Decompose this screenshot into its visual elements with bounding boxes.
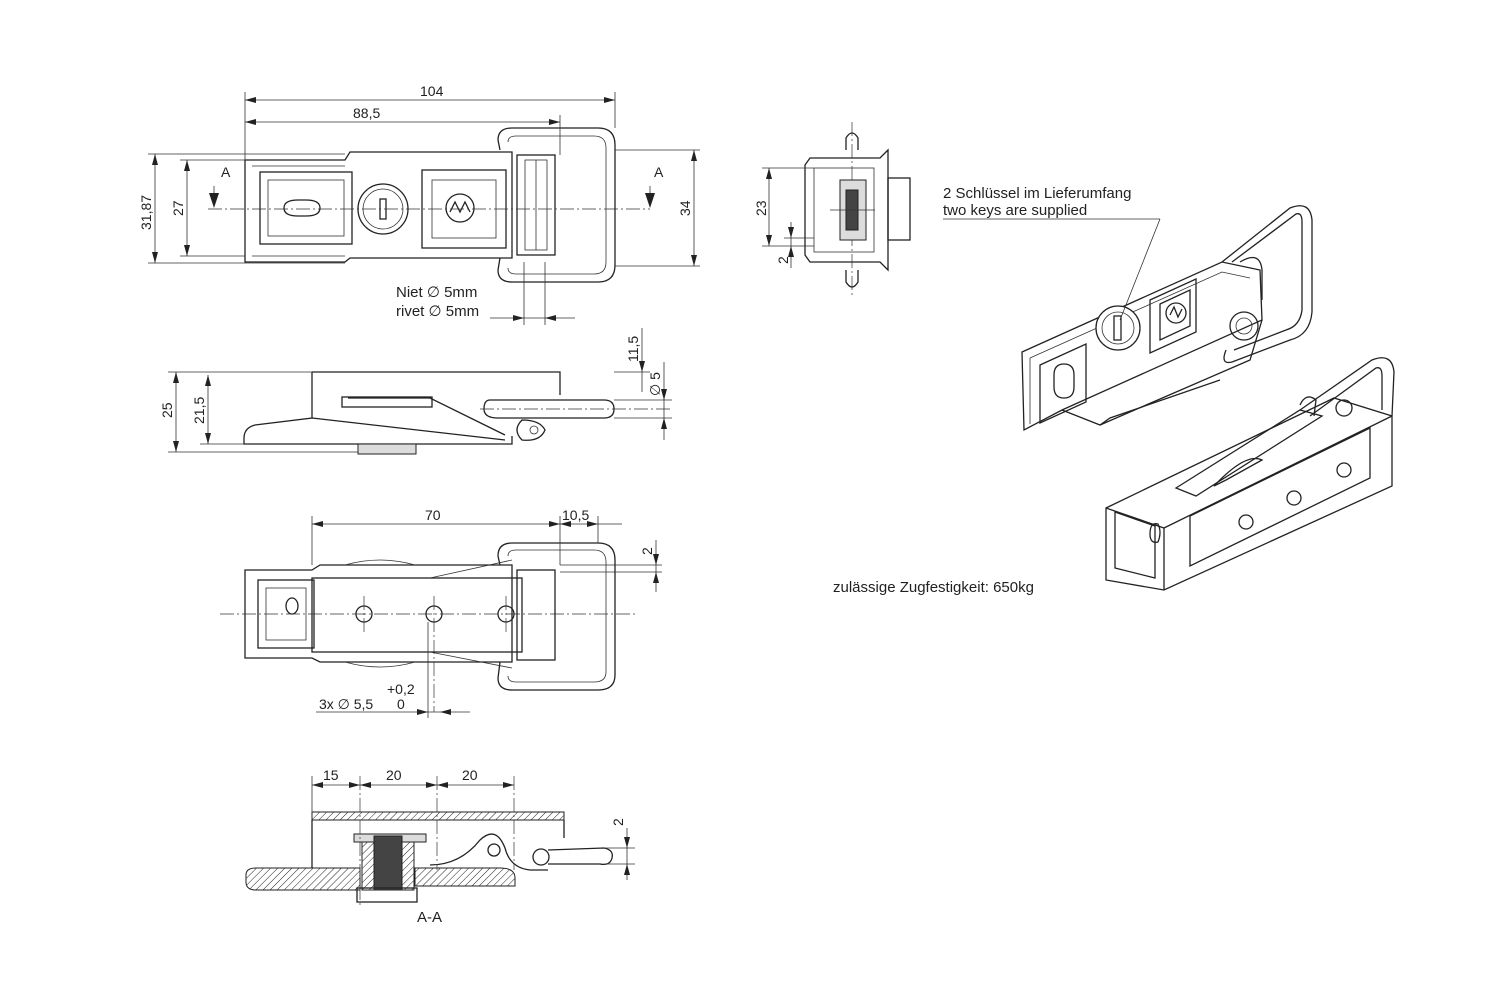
dim-total-width: 31,87 (138, 195, 154, 230)
bail-loop (497, 127, 616, 283)
side-view: 25 21,5 11,5 ∅ 5 (159, 328, 672, 455)
section-top-plate (311, 811, 565, 821)
end-dim-offset: 2 (775, 256, 791, 264)
section-view: 15 20 20 2 A-A (245, 767, 635, 926)
section-dim-first: 15 (323, 767, 339, 783)
hole-tolerance-upper: +0,2 (387, 681, 415, 697)
iso-catch-hole-3 (1336, 462, 1352, 478)
bottom-dim-hole-edge: 10,5 (562, 507, 589, 523)
dim-base-width: 27 (170, 200, 186, 216)
section-label: A-A (417, 909, 442, 926)
tensile-strength-note: zulässige Zugfestigkeit: 650kg (833, 579, 1034, 596)
dim-bail-width: 34 (677, 200, 693, 216)
end-view-outline (804, 148, 889, 272)
side-dim-hook-diameter: ∅ 5 (647, 372, 663, 396)
side-dim-body-height: 21,5 (191, 397, 207, 424)
iso-catch-body (1105, 397, 1393, 591)
end-view: 23 2 (753, 122, 911, 295)
dim-overall-length: 104 (420, 83, 444, 99)
side-hook (483, 399, 615, 419)
iso-catch-hole-2 (1286, 490, 1302, 506)
section-marker-right: A (654, 164, 664, 180)
iso-bail-loop (1221, 205, 1313, 363)
rivet-pocket (259, 171, 353, 245)
latch-body-outline (244, 151, 513, 263)
bottom-dim-offset: 2 (639, 547, 655, 555)
section-dim-second: 20 (386, 767, 402, 783)
side-dim-total-height: 25 (159, 402, 175, 418)
side-dim-hook-height: 11,5 (625, 336, 641, 362)
end-dim-height: 23 (753, 200, 769, 216)
iso-catch-hole-1 (1238, 514, 1254, 530)
hole-callout: 3x ∅ 5,5 (319, 696, 373, 712)
bottom-view: 70 10,5 2 +0,2 3x ∅ 5,5 0 (220, 507, 662, 718)
top-view: A A 104 88,5 31,87 27 34 (138, 83, 700, 325)
brand-logo-icon (445, 193, 475, 223)
keys-leader-line (1119, 218, 1161, 321)
iso-catch-hook (1299, 357, 1395, 417)
notes: 2 Schlüssel im Lieferumfang two keys are… (833, 185, 1161, 596)
bottom-view-outline (244, 564, 513, 663)
hole-tolerance-lower: 0 (397, 696, 405, 712)
section-dim-offset: 2 (610, 818, 626, 826)
section-dim-third: 20 (462, 767, 478, 783)
iso-latch-body (1021, 261, 1263, 432)
side-view-outline (243, 371, 561, 445)
isometric-catch (1105, 357, 1395, 591)
bottom-dim-hole-span: 70 (425, 507, 441, 523)
rivet-note-en: rivet ∅ 5mm (396, 303, 479, 320)
isometric-latch (1021, 205, 1313, 432)
iso-lock-cylinder (1095, 305, 1141, 351)
section-marker-left: A (221, 164, 231, 180)
keys-note-de: 2 Schlüssel im Lieferumfang (943, 185, 1131, 202)
rivet-note-de: Niet ∅ 5mm (396, 284, 477, 301)
dim-pivot-length: 88,5 (353, 105, 380, 121)
keys-note-en: two keys are supplied (943, 202, 1087, 219)
iso-brand-logo-icon (1165, 302, 1187, 324)
